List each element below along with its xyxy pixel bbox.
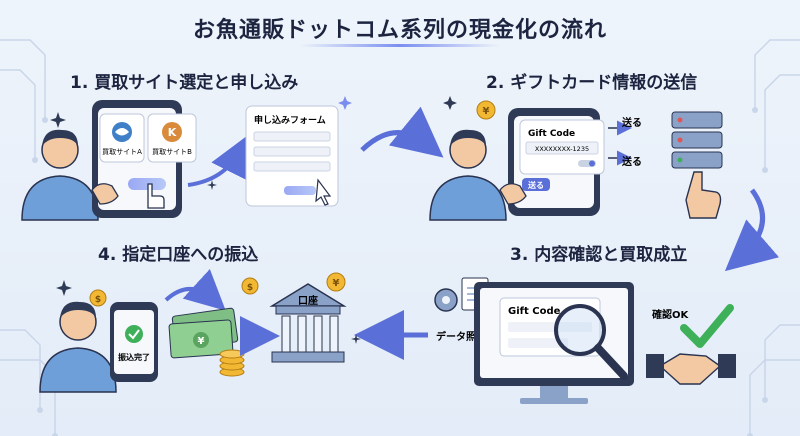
svg-text:¥: ¥ bbox=[198, 336, 205, 347]
step1-title: 1. 買取サイト選定と申し込み bbox=[70, 73, 299, 93]
send-arrow-2: 送る bbox=[608, 150, 642, 168]
title-underline bbox=[300, 44, 500, 47]
pointing-hand-icon bbox=[685, 171, 722, 219]
send-button-label: 送る bbox=[527, 180, 544, 190]
check-icon bbox=[680, 304, 734, 348]
step2-person bbox=[429, 129, 507, 221]
transfer-done-label: 振込完了 bbox=[118, 352, 150, 362]
gear-icon bbox=[434, 288, 458, 312]
coin-stack-icon bbox=[219, 349, 245, 377]
site-a-label: 買取サイトA bbox=[102, 148, 142, 156]
page-title: お魚通販ドットコム系列の現金化の流れ bbox=[192, 18, 607, 43]
cash-icon: ¥ bbox=[168, 307, 239, 359]
confirm-ok-label: 確認OK bbox=[652, 308, 690, 321]
hand-icon-step2 bbox=[499, 183, 527, 205]
send-label-1: 送る bbox=[621, 116, 642, 129]
gift-code-value: XXXXXXXX-1235 bbox=[535, 145, 589, 153]
send-button-step2: 送る bbox=[522, 178, 550, 191]
hand-icon bbox=[91, 183, 119, 205]
sparkle-icons-step4 bbox=[56, 96, 457, 344]
bank-label: 口座 bbox=[298, 294, 318, 307]
form-title: 申し込みフォーム bbox=[254, 114, 326, 126]
step1-select-button bbox=[128, 178, 166, 190]
gift-code-label: Gift Code bbox=[528, 129, 575, 139]
svg-text:¥: ¥ bbox=[333, 278, 340, 289]
arrow-2-to-3 bbox=[724, 188, 780, 272]
step1-inner-arrow bbox=[187, 135, 248, 187]
arrow-1-to-2 bbox=[360, 106, 444, 158]
sparkle-icons bbox=[50, 112, 217, 190]
site-a-card: 買取サイトA bbox=[99, 113, 145, 163]
screen-gift-code-label: Gift Code bbox=[508, 306, 561, 317]
gift-card: Gift Code XXXXXXXX-1235 bbox=[519, 119, 605, 175]
handshake-icon bbox=[646, 353, 736, 385]
step2-title: 2. ギフトカード情報の送信 bbox=[486, 73, 698, 93]
magnifier-icon bbox=[554, 304, 628, 380]
yen-coin-icon: ¥ bbox=[476, 100, 496, 120]
sparkle-icon bbox=[338, 96, 352, 110]
bank-icon: 口座 bbox=[269, 283, 347, 363]
step4-title: 4. 指定口座への振込 bbox=[98, 245, 259, 265]
svg-text:¥: ¥ bbox=[483, 106, 490, 117]
svg-text:$: $ bbox=[95, 295, 101, 305]
application-form: 申し込みフォーム bbox=[245, 105, 339, 207]
send-label-2: 送る bbox=[621, 155, 642, 168]
send-arrow-1: 送る bbox=[608, 116, 642, 136]
cursor-icon bbox=[315, 178, 332, 206]
pointer-hand-icon bbox=[147, 183, 165, 209]
money-arrow bbox=[164, 269, 226, 311]
step4-phone: 振込完了 bbox=[110, 302, 158, 382]
step4-person bbox=[39, 301, 117, 393]
screen-gift-card: Gift Code bbox=[499, 297, 601, 357]
step1-person bbox=[21, 129, 99, 221]
site-b-label: 買取サイトB bbox=[152, 148, 192, 156]
svg-text:K: K bbox=[168, 126, 177, 139]
svg-text:$: $ bbox=[247, 283, 253, 293]
server-icon bbox=[671, 111, 723, 169]
site-b-card: K 買取サイトB bbox=[147, 113, 197, 163]
yen-coin-icon-step4: $ $ ¥ bbox=[89, 272, 346, 307]
step3-title: 3. 内容確認と買取成立 bbox=[510, 245, 688, 265]
